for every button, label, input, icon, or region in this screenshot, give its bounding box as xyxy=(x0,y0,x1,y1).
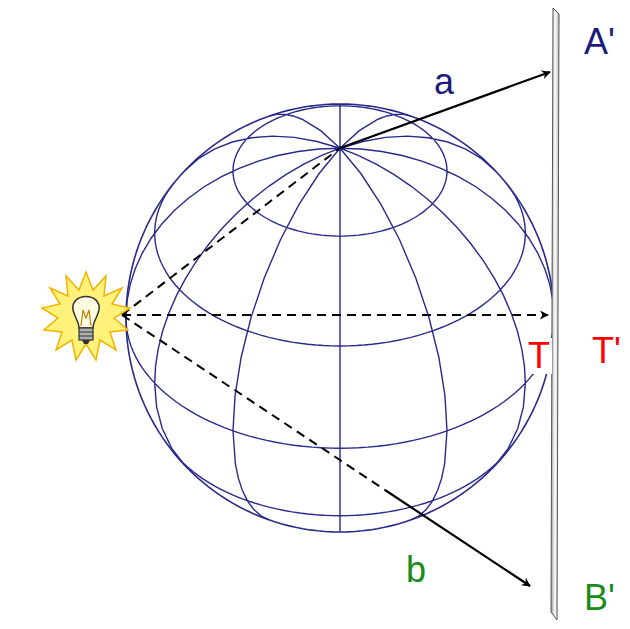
point-label: B' xyxy=(582,580,617,616)
dashed-ray xyxy=(122,314,548,316)
ray-label: a xyxy=(432,64,456,100)
dashed-ray xyxy=(122,148,340,315)
dashed-ray xyxy=(122,315,385,490)
light-rays xyxy=(122,72,550,586)
ray-label: b xyxy=(404,552,428,588)
projection-plane xyxy=(551,8,559,620)
globe xyxy=(126,104,554,532)
point-label: T xyxy=(526,338,552,374)
light-bulb xyxy=(42,272,130,360)
point-label: T' xyxy=(590,333,623,369)
point-label: A' xyxy=(582,24,617,60)
